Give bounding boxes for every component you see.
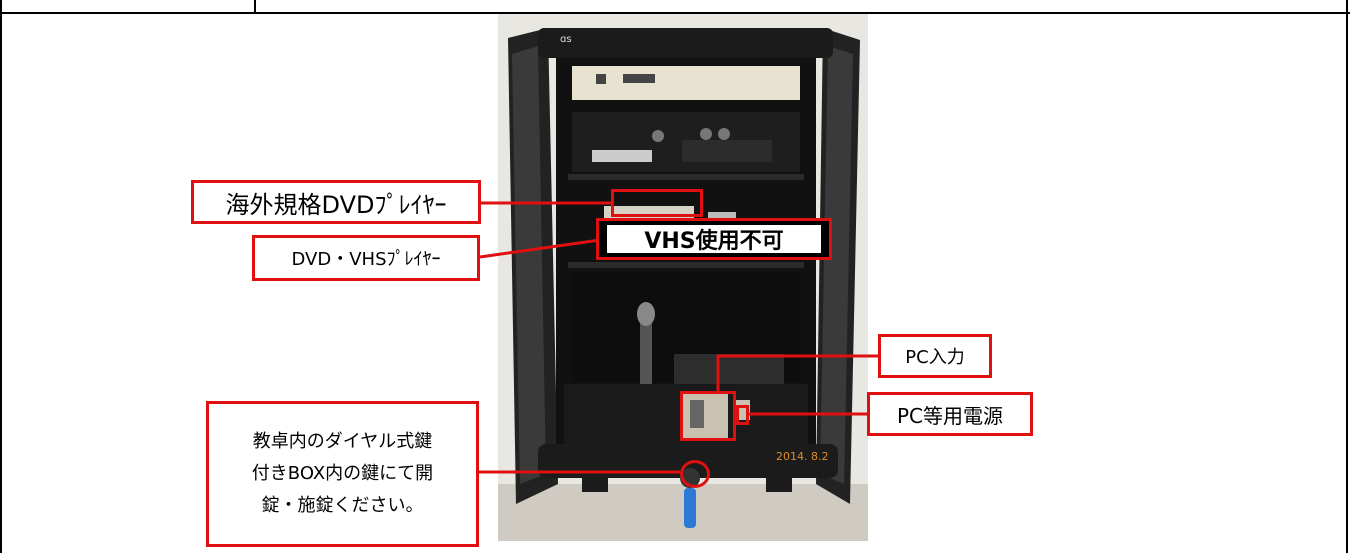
date-stamp: 2014. 8.2 [776, 450, 828, 463]
callout-pc-input-box [680, 391, 736, 441]
label-dvd-vhs-player: DVD・VHSﾌﾟﾚｲﾔｰ [252, 235, 480, 281]
callout-key-circle [680, 460, 710, 488]
callout-foreign-dvd-box [611, 189, 703, 217]
label-key-instructions: 教卓内のダイヤル式鍵 付きBOX内の鍵にて開 錠・施錠ください。 [206, 401, 479, 547]
av-cabinet-photo: ɑs 2014. 8.2 [498, 14, 868, 541]
key-instructions-line-3: 錠・施錠ください。 [261, 495, 424, 516]
line-dvd-vhs [479, 238, 601, 259]
label-pc-power: PC等用電源 [867, 392, 1033, 436]
line-pc-input [716, 354, 878, 391]
header-tab [0, 0, 256, 14]
key-instructions-line-1: 教卓内のダイヤル式鍵 [252, 431, 433, 452]
callout-pc-power-box [736, 405, 749, 425]
vhs-unavailable-notice: VHS使用不可 [596, 218, 832, 260]
key-instructions-line-2: 付きBOX内の鍵にて開 [251, 463, 434, 484]
vhs-unavailable-text: VHS使用不可 [607, 225, 821, 254]
label-foreign-dvd-player: 海外規格DVDﾌﾟﾚｲﾔｰ [191, 180, 481, 224]
header-rule [0, 12, 1350, 14]
brand-mark: ɑs [560, 34, 572, 45]
label-pc-input: PC入力 [878, 334, 992, 378]
